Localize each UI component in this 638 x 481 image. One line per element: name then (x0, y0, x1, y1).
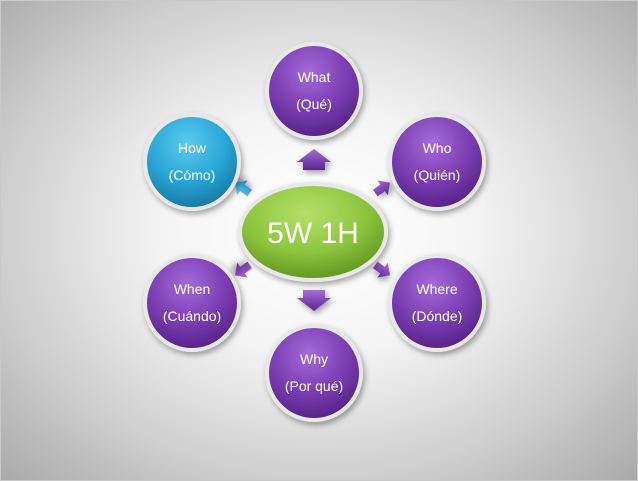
arrow-who (372, 180, 391, 197)
center-node: 5W 1H (238, 182, 388, 282)
arrow-where (372, 261, 391, 278)
arrow-up-what (297, 149, 331, 170)
node-why: Why (Por qué) (265, 324, 363, 422)
node-who-subtitle: (Quién) (414, 167, 461, 183)
node-what-subtitle: (Qué) (296, 96, 332, 112)
node-how: How (Cómo) (143, 113, 241, 211)
node-when-title: When (174, 281, 211, 297)
arrow-how (234, 180, 253, 197)
arrow-when (234, 261, 253, 278)
node-why-title: Why (300, 351, 328, 367)
node-when-subtitle: (Cuándo) (163, 308, 221, 324)
node-how-subtitle: (Cómo) (169, 167, 216, 183)
node-how-title: How (178, 140, 207, 156)
node-when: When (Cuándo) (143, 254, 241, 352)
node-what: What (Qué) (265, 42, 363, 140)
node-where-subtitle: (Dónde) (412, 308, 463, 324)
node-where: Where (Dónde) (388, 254, 486, 352)
node-who-title: Who (423, 140, 452, 156)
node-what-title: What (298, 69, 331, 85)
node-why-subtitle: (Por qué) (285, 378, 343, 394)
node-who: Who (Quién) (388, 113, 486, 211)
center-label: 5W 1H (267, 217, 359, 250)
arrow-down-why (297, 290, 331, 311)
node-where-title: Where (416, 281, 457, 297)
